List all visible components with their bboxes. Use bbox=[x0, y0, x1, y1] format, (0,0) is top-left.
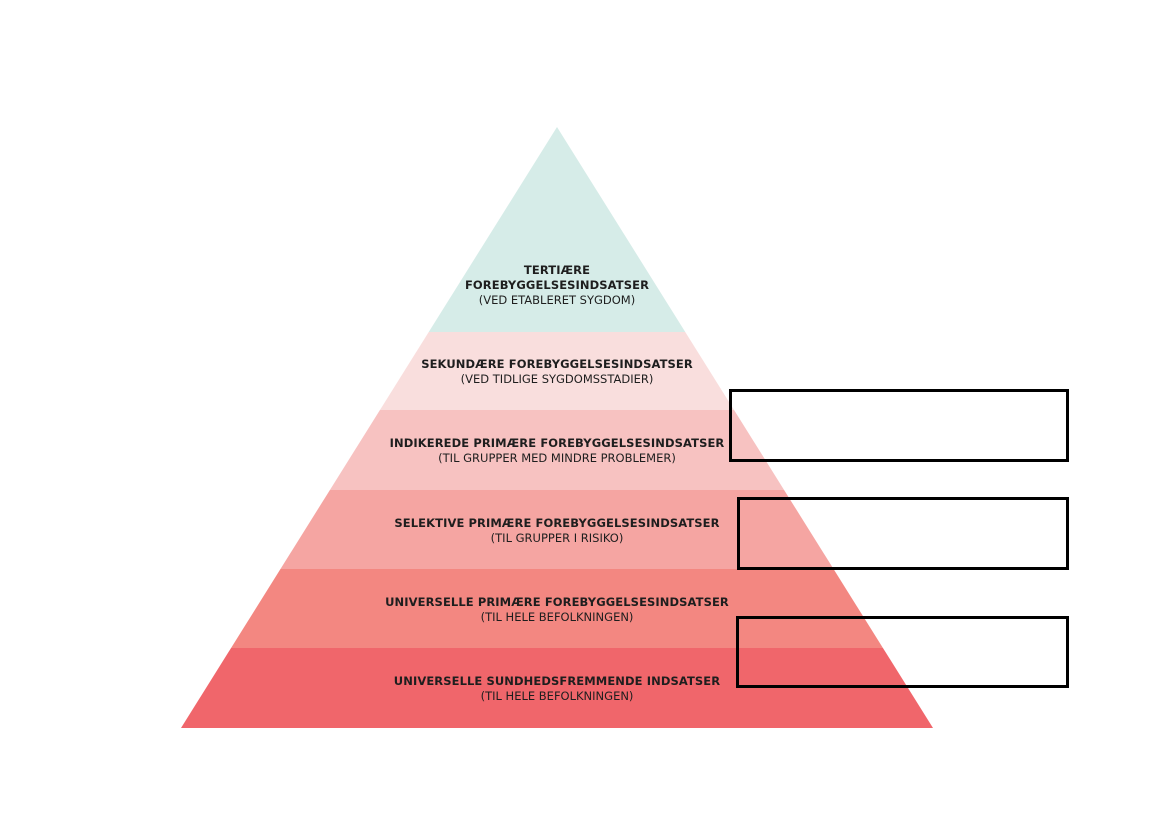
empty-answer-box-3[interactable] bbox=[736, 616, 1069, 688]
tier-subtitle-universal-health-promotion: (TIL HELE BEFOLKNINGEN) bbox=[481, 689, 634, 703]
tier-tertiary bbox=[428, 127, 686, 332]
tier-title-universal-primary: UNIVERSELLE PRIMÆRE FOREBYGGELSESINDSATS… bbox=[385, 595, 729, 609]
tier-universal-health-promotion bbox=[181, 648, 933, 728]
tier-title-indicated-primary: INDIKEREDE PRIMÆRE FOREBYGGELSESINDSATSE… bbox=[390, 436, 725, 450]
tier-title-tertiary: TERTIÆRE bbox=[524, 263, 590, 277]
tier-universal-primary bbox=[231, 569, 883, 648]
tier-subtitle-secondary: (VED TIDLIGE SYGDOMSSTADIER) bbox=[461, 372, 654, 386]
tier-indicated-primary bbox=[329, 410, 785, 490]
tier-title-secondary: SEKUNDÆRE FOREBYGGELSESINDSATSER bbox=[421, 357, 693, 371]
tier-selective-primary bbox=[280, 490, 834, 569]
tier-title-universal-health-promotion: UNIVERSELLE SUNDHEDSFREMMENDE INDSATSER bbox=[394, 674, 720, 688]
tier-secondary bbox=[379, 332, 735, 410]
tier-subtitle-selective-primary: (TIL GRUPPER I RISIKO) bbox=[491, 531, 624, 545]
empty-answer-box-2[interactable] bbox=[737, 497, 1069, 570]
pyramid-tiers bbox=[181, 127, 933, 728]
tier-title-selective-primary: SELEKTIVE PRIMÆRE FOREBYGGELSESINDSATSER bbox=[394, 516, 719, 530]
tier-subtitle-universal-primary: (TIL HELE BEFOLKNINGEN) bbox=[481, 610, 634, 624]
tier-subtitle-tertiary: (VED ETABLERET SYGDOM) bbox=[479, 293, 635, 307]
tier-title-tertiary: FOREBYGGELSESINDSATSER bbox=[465, 278, 649, 292]
tier-subtitle-indicated-primary: (TIL GRUPPER MED MINDRE PROBLEMER) bbox=[438, 451, 676, 465]
empty-answer-box-1[interactable] bbox=[729, 389, 1069, 462]
